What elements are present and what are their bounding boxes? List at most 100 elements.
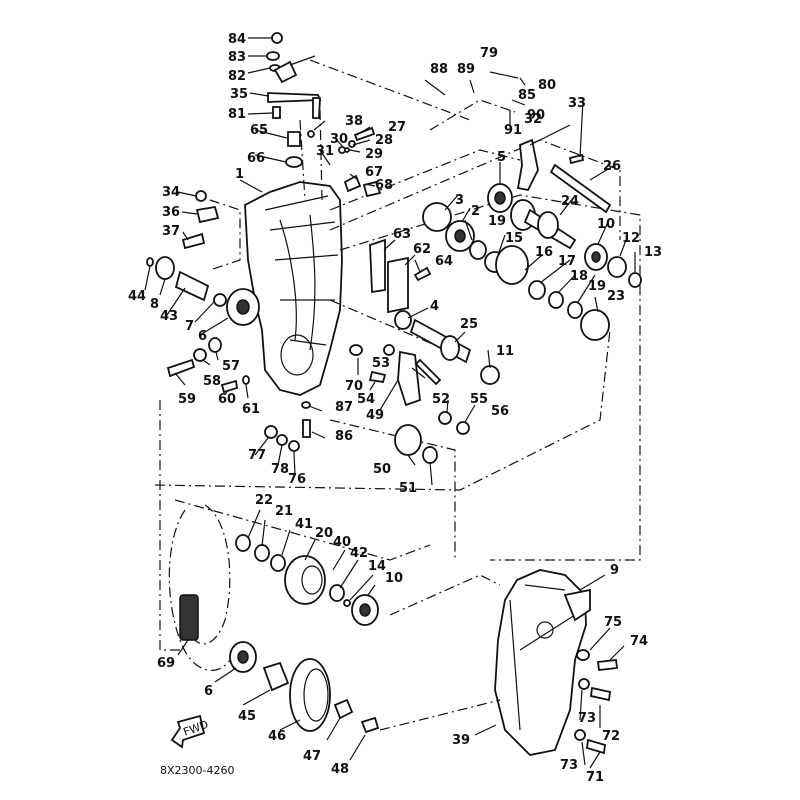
label-29: 29 [365,147,383,162]
label-54: 54 [357,392,375,407]
label-14: 14 [368,559,386,574]
label-37: 37 [162,224,180,239]
label-75: 75 [604,615,622,630]
label-45: 45 [238,709,256,724]
label-9: 9 [610,563,619,578]
label-61: 61 [242,402,260,417]
label-23: 23 [607,289,625,304]
label-24: 24 [561,194,579,209]
part-labels: 84 83 82 35 81 65 66 38 30 31 27 28 29 6… [128,32,662,785]
label-89: 89 [457,62,475,77]
label-53: 53 [372,356,390,371]
label-32: 32 [524,112,542,127]
label-78: 78 [271,462,289,477]
label-52: 52 [432,392,450,407]
label-62: 62 [413,242,431,257]
part-glyphs: FWD [146,32,642,755]
label-64: 64 [435,254,453,269]
label-56: 56 [491,404,509,419]
label-84: 84 [228,32,246,47]
label-68: 68 [375,178,393,193]
label-12: 12 [622,231,640,246]
leader-lines [144,37,636,769]
label-33: 33 [568,96,586,111]
label-43: 43 [160,309,178,324]
label-69: 69 [157,656,175,671]
label-3: 3 [455,193,464,208]
label-81: 81 [228,107,246,122]
fwd-arrow-icon: FWD [170,714,210,749]
label-49: 49 [366,408,384,423]
label-6-bottom: 6 [204,684,213,699]
label-44: 44 [128,289,146,304]
label-90: 90 [527,108,545,123]
assembly-lines [154,59,641,731]
label-60: 60 [218,392,236,407]
label-74: 74 [630,634,648,649]
label-82: 82 [228,69,246,84]
drive-chain [168,504,231,671]
label-91: 91 [504,123,522,138]
label-22: 22 [255,493,273,508]
label-1: 1 [235,167,244,182]
label-88: 88 [430,62,448,77]
label-67: 67 [365,165,383,180]
label-71: 71 [586,770,604,785]
label-48: 48 [331,762,349,777]
label-26: 26 [603,159,621,174]
label-27: 27 [388,120,406,135]
label-38: 38 [345,114,363,129]
drawing-code: 8X2300-4260 [160,764,235,777]
label-77: 77 [248,448,266,463]
label-2: 2 [471,204,480,219]
label-18: 18 [570,269,588,284]
label-55: 55 [470,392,488,407]
label-36: 36 [162,205,180,220]
label-20: 20 [315,526,333,541]
label-15: 15 [505,231,523,246]
label-11: 11 [496,344,514,359]
label-8: 8 [150,297,159,312]
label-21: 21 [275,504,293,519]
label-7: 7 [185,319,194,334]
label-39: 39 [452,733,470,748]
label-76: 76 [288,472,306,487]
label-63: 63 [393,227,411,242]
label-86: 86 [335,429,353,444]
label-57: 57 [222,359,240,374]
label-70: 70 [345,379,363,394]
label-30: 30 [330,132,348,147]
label-41: 41 [295,517,313,532]
right-case-cover [494,569,591,756]
label-17: 17 [558,254,576,269]
label-47: 47 [303,749,321,764]
label-34: 34 [162,185,180,200]
label-19b: 19 [588,279,606,294]
label-10-bottom: 10 [385,571,403,586]
label-6: 6 [198,329,207,344]
label-87: 87 [335,400,353,415]
label-59: 59 [178,392,196,407]
label-28: 28 [375,133,393,148]
label-40: 40 [333,535,351,550]
label-19: 19 [488,214,506,229]
label-83: 83 [228,50,246,65]
label-16: 16 [535,245,553,260]
label-80: 80 [538,78,556,93]
main-case [244,181,343,396]
label-50: 50 [373,462,391,477]
label-42: 42 [350,546,368,561]
label-51: 51 [399,481,417,496]
label-85: 85 [518,88,536,103]
label-13: 13 [644,245,662,260]
label-35: 35 [230,87,248,102]
label-73: 73 [578,711,596,726]
label-58: 58 [203,374,221,389]
label-73-bottom: 73 [560,758,578,773]
label-79: 79 [480,46,498,61]
label-5: 5 [497,150,506,165]
label-4: 4 [430,299,439,314]
label-72: 72 [602,729,620,744]
